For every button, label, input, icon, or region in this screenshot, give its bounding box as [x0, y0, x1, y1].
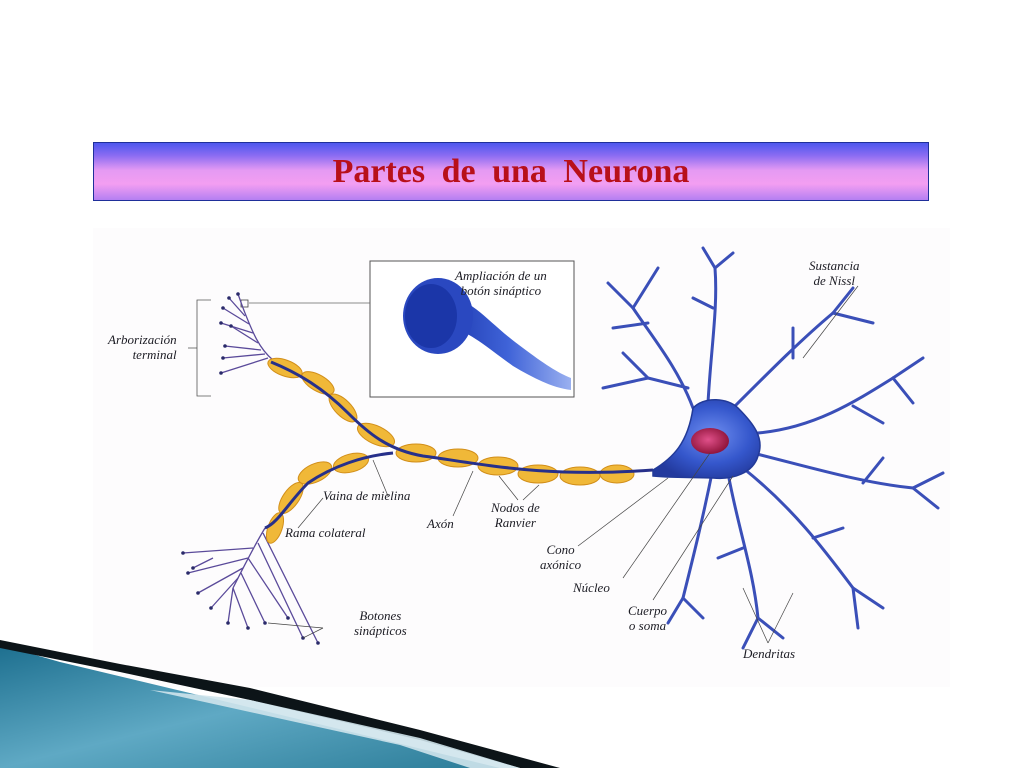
title-banner: Partes de una Neurona: [93, 142, 929, 201]
label-sustancia-de-nissl: Sustancia de Nissl: [809, 258, 860, 288]
label-botones-sinapticos: Botones sinápticos: [354, 608, 407, 638]
enlargement-inset: [240, 260, 575, 398]
label-dendritas: Dendritas: [743, 646, 795, 661]
label-axon: Axón: [427, 516, 454, 531]
label-ampliacion-boton: Ampliación de un botón sináptico: [455, 268, 547, 298]
label-nodos-de-ranvier: Nodos de Ranvier: [491, 500, 540, 530]
axon: [264, 360, 654, 530]
label-vaina-de-mielina: Vaina de mielina: [323, 488, 411, 503]
label-nucleo: Núcleo: [573, 580, 610, 595]
label-cono-axonico: Cono axónico: [540, 542, 582, 572]
nucleus: [691, 428, 729, 454]
terminal-arborization: [220, 293, 274, 374]
label-arborizacion-terminal: Arborización terminal: [108, 332, 177, 362]
neuron-drawing: [181, 246, 945, 650]
slide-title: Partes de una Neurona: [332, 152, 690, 190]
label-cuerpo-o-soma: Cuerpo o soma: [628, 603, 667, 633]
neuron-illustration: Sustancia de Nissl Ampliación de un botó…: [93, 228, 950, 687]
label-rama-colateral: Rama colateral: [285, 525, 366, 540]
dendrites: [601, 246, 945, 650]
collateral-arborization: [182, 527, 319, 644]
